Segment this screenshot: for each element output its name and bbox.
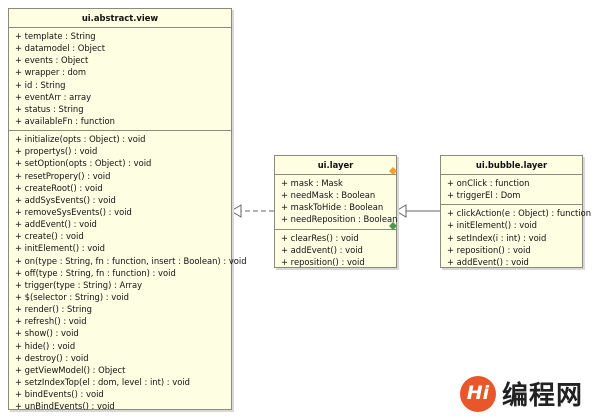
- attribute: + onClick : function: [447, 178, 530, 188]
- operation: + initialize(opts : Object) : void: [15, 134, 146, 145]
- operation: + trigger(type : String) : Array: [15, 279, 143, 290]
- class-name: ui.abstract.view: [9, 9, 231, 28]
- attributes-compartment: + template : String + datamodel : Object…: [9, 28, 231, 132]
- attribute: + template : String: [15, 31, 96, 41]
- operation: + reposition() : void: [447, 244, 531, 255]
- watermark-brand-text: 编程网: [502, 381, 584, 411]
- operations-compartment: + clickAction(e : Object) : function + i…: [441, 205, 592, 271]
- class-name: ui.bubble.layer: [441, 156, 582, 175]
- operation: + addSysEvents() : void: [15, 194, 116, 205]
- attribute: + availableFn : function: [15, 115, 115, 126]
- operation: + setOption(opts : Object) : void: [15, 158, 152, 169]
- watermark: Hi 编程网: [430, 368, 600, 418]
- operation: + addEvent() : void: [15, 219, 97, 230]
- attribute: + maskToHide : Boolean: [281, 202, 384, 213]
- class-ui-abstract-view[interactable]: ui.abstract.view + template : String + d…: [8, 8, 247, 411]
- operation: + unBindEvents() : void: [15, 401, 115, 412]
- class-name: ui.layer: [275, 156, 396, 175]
- operation: + bindEvents() : void: [15, 389, 104, 400]
- operation: + refresh() : void: [15, 316, 87, 327]
- operation: + show() : void: [15, 328, 79, 339]
- operation: + setIndex(i : int) : void: [447, 232, 547, 243]
- attribute: + status : String: [15, 103, 84, 114]
- attribute: + events : Object: [15, 55, 89, 66]
- operation: + initElement() : void: [447, 220, 538, 231]
- attribute: + needMask : Boolean: [281, 190, 376, 201]
- green-marker-icon: [389, 222, 397, 230]
- operation: + initElement() : void: [15, 243, 106, 254]
- diamond-marker-icon: [389, 167, 397, 175]
- generalization-bubble-to-layer: [395, 204, 440, 218]
- attribute: + id : String: [15, 79, 66, 90]
- inheritance-arrowhead: [230, 204, 242, 218]
- operation: + addEvent() : void: [281, 244, 363, 255]
- operation: + $(selector : String) : void: [15, 291, 130, 302]
- operation: + removeSysEvents() : void: [15, 206, 132, 217]
- operations-compartment: + initialize(opts : Object) : void + pro…: [9, 131, 247, 415]
- inheritance-arrowhead: [395, 204, 407, 218]
- operation: + hide() : void: [15, 340, 76, 351]
- operation: + clickAction(e : Object) : function: [447, 208, 592, 219]
- operation: + clearRes() : void: [281, 232, 359, 243]
- attribute: + needReposition : Boolean: [281, 214, 398, 225]
- operation: + destroy() : void: [15, 352, 89, 363]
- class-ui-bubble-layer[interactable]: ui.bubble.layer + onClick : function + t…: [440, 155, 592, 271]
- attribute: + eventArr : array: [15, 91, 92, 102]
- operation: + setzIndexTop(el : dom, level : int) : …: [15, 376, 190, 387]
- operation: + reposition() : void: [281, 256, 365, 267]
- operation: + off(type : String, fn : function) : vo…: [15, 267, 176, 278]
- class-ui-layer[interactable]: ui.layer + mask : Mask + needMask : Bool…: [274, 155, 397, 268]
- attributes-compartment: + onClick : function + triggerEl : Dom: [441, 175, 582, 206]
- attribute: + wrapper : dom: [15, 67, 87, 78]
- operation: + createRoot() : void: [15, 182, 103, 193]
- generalization-layer-to-view: [230, 204, 274, 218]
- attribute: + triggerEl : Dom: [447, 190, 521, 201]
- operation: + create() : void: [15, 231, 84, 242]
- operation: + addEvent() : void: [447, 256, 529, 267]
- attribute: + datamodel : Object: [15, 43, 106, 54]
- operation: + resetPropery() : void: [15, 170, 111, 181]
- operation: + getViewModel() : Object: [15, 364, 126, 375]
- attributes-compartment: + mask : Mask + needMask : Boolean + mas…: [275, 175, 398, 230]
- site-logo-icon: Hi: [460, 376, 496, 412]
- operation: + on(type : String, fn : function, inser…: [15, 255, 247, 266]
- operations-compartment: + clearRes() : void + addEvent() : void …: [275, 230, 396, 271]
- attribute: + mask : Mask: [281, 178, 343, 188]
- operation: + render() : String: [15, 304, 92, 315]
- operation: + propertys() : void: [15, 146, 98, 157]
